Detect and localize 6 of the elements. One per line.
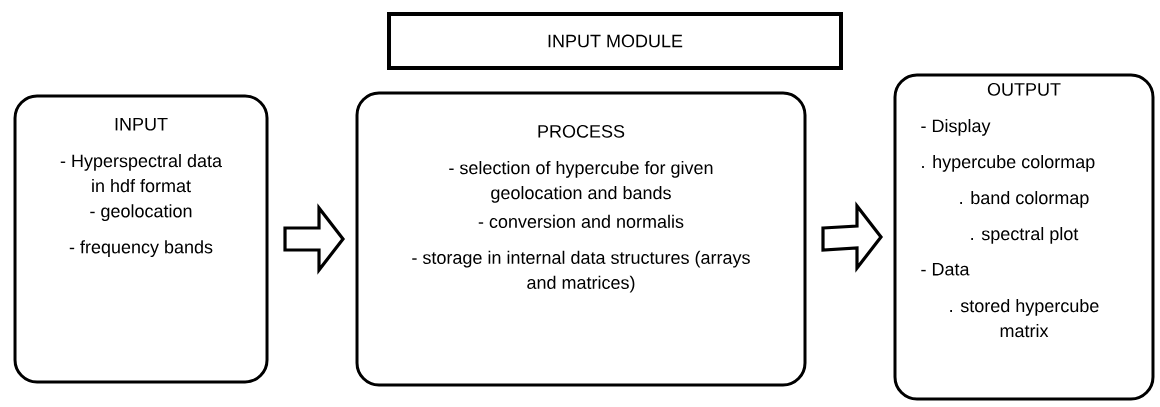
input-box: INPUT - Hyperspectral data in hdf format - geolocation - frequency bands	[13, 94, 269, 384]
module-box: INPUT MODULE	[387, 12, 843, 70]
block-arrow	[821, 201, 884, 273]
block-arrow	[283, 203, 346, 275]
output-box: OUTPUT - Display . hypercube colormap . band colormap . spectral plot - Data . stored hypercube matrix	[893, 73, 1155, 401]
process-box: PROCESS - selection of hypercube for given geolocation and bands - conversion and normalis - storage in internal data structures (arrays and matrices)	[355, 91, 807, 387]
